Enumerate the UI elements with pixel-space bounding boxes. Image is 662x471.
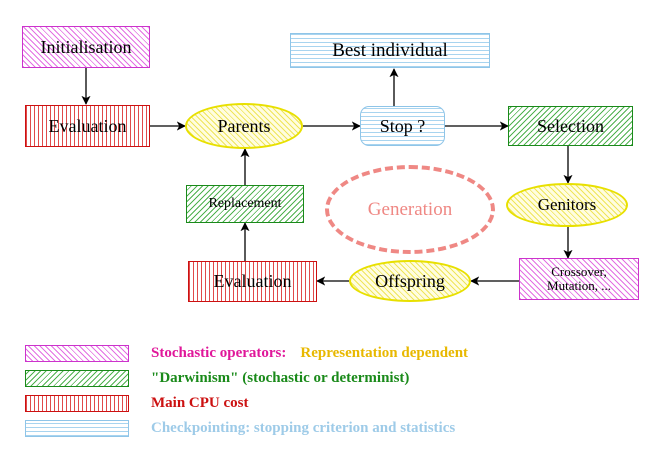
legend-row-cpu: Main CPU cost — [25, 395, 249, 412]
legend-label-checkpointing: Checkpointing: stopping criterion and st… — [151, 420, 456, 436]
legend-swatch-green — [25, 370, 129, 387]
node-genitors[interactable]: Genitors — [506, 183, 628, 227]
legend-label-darwinism: "Darwinism" (stochastic or determinist) — [151, 370, 410, 386]
node-evaluation-top[interactable]: Evaluation — [25, 105, 150, 147]
legend-label-stochastic: Stochastic operators: — [151, 345, 287, 361]
node-parents[interactable]: Parents — [185, 103, 303, 149]
legend-row-darwinism: "Darwinism" (stochastic or determinist) — [25, 370, 409, 387]
legend-label-cpu-cost: Main CPU cost — [151, 395, 249, 411]
legend-swatch-blue — [25, 420, 129, 437]
legend-label-representation: Representation dependent — [300, 345, 469, 361]
node-evaluation-bottom[interactable]: Evaluation — [188, 261, 317, 302]
node-selection[interactable]: Selection — [508, 106, 633, 146]
legend-row-checkpointing: Checkpointing: stopping criterion and st… — [25, 420, 455, 437]
node-crossover-mutation[interactable]: Crossover, Mutation, ... — [519, 258, 639, 300]
node-replacement[interactable]: Replacement — [186, 185, 304, 223]
legend-row-stochastic: Stochastic operators: Representation dep… — [25, 345, 468, 362]
node-offspring[interactable]: Offspring — [349, 260, 471, 302]
node-stop[interactable]: Stop ? — [360, 106, 445, 146]
node-generation-boundary: Generation — [325, 165, 495, 254]
legend-swatch-magenta — [25, 345, 129, 362]
node-initialisation[interactable]: Initialisation — [22, 26, 150, 68]
node-best-individual[interactable]: Best individual — [290, 33, 490, 68]
legend-swatch-red — [25, 395, 129, 412]
